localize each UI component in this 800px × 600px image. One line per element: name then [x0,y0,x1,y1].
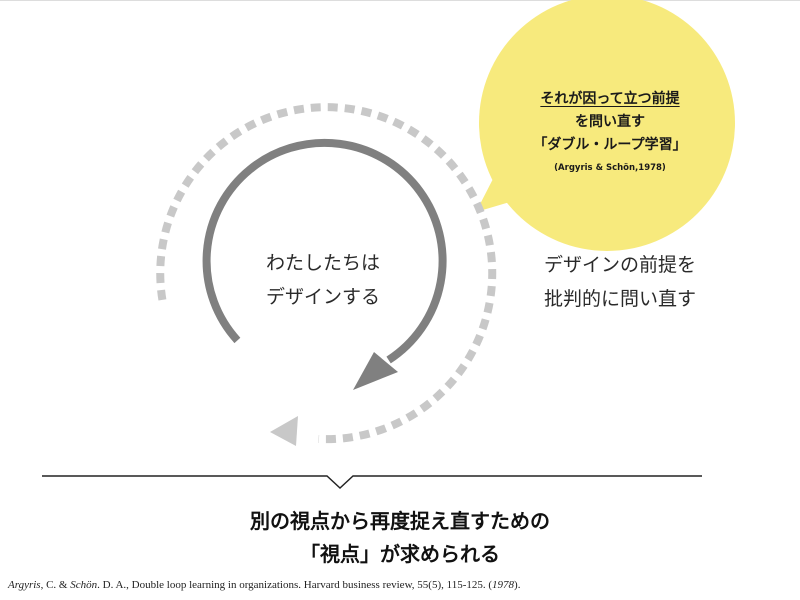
bubble-citation: (Argyris & Schön,1978) [554,163,666,173]
inner-loop-label-line-1: わたしたちは [265,252,380,274]
bubble-line-1: それが因って立つ前提 [500,88,720,111]
reference-body: . D. A., Double loop learning in organiz… [97,579,493,591]
speech-bubble-tail [476,175,530,212]
speech-bubble [476,0,735,251]
reference-separator: , C. & [40,579,71,591]
reference-year: 1978 [492,579,515,591]
conclusion-line-2: 「視点」が求められる [300,542,500,566]
conclusion-text: 別の視点から再度捉え直すための 「視点」が求められる [100,505,700,571]
reference-citation: Argyris, C. & Schön. D. A., Double loop … [8,579,520,591]
inner-loop-arrowhead [353,352,398,390]
top-border [0,0,800,1]
speech-bubble-text: それが因って立つ前提 を問い直す 「ダブル・ループ学習」 (Argyris & … [500,88,720,175]
outer-loop-label: デザインの前提を 批判的に問い直す [520,248,720,316]
bubble-line-2: を問い直す [575,114,645,130]
bubble-line-3: 「ダブル・ループ学習」 [533,137,687,153]
inner-loop-label: わたしたちは デザインする [228,246,418,314]
inner-solid-loop [202,138,447,364]
speech-bubble-body [479,0,735,251]
outer-loop-label-line-1: デザインの前提を [543,254,696,276]
inner-loop-label-line-2: デザインする [265,286,380,308]
bubble-line-1-text: それが因って立つ前提 [540,91,680,107]
reference-author-1: Argyris [8,579,41,591]
reference-end: ). [514,579,521,591]
divider-bracket [42,475,702,489]
reference-author-2: Schön [70,579,98,591]
outer-loop-label-line-2: 批判的に問い直す [543,288,696,310]
outer-dashed-loop [156,103,497,444]
outer-loop-arrowhead [270,416,298,446]
conclusion-line-1: 別の視点から再度捉え直すための [250,509,550,533]
